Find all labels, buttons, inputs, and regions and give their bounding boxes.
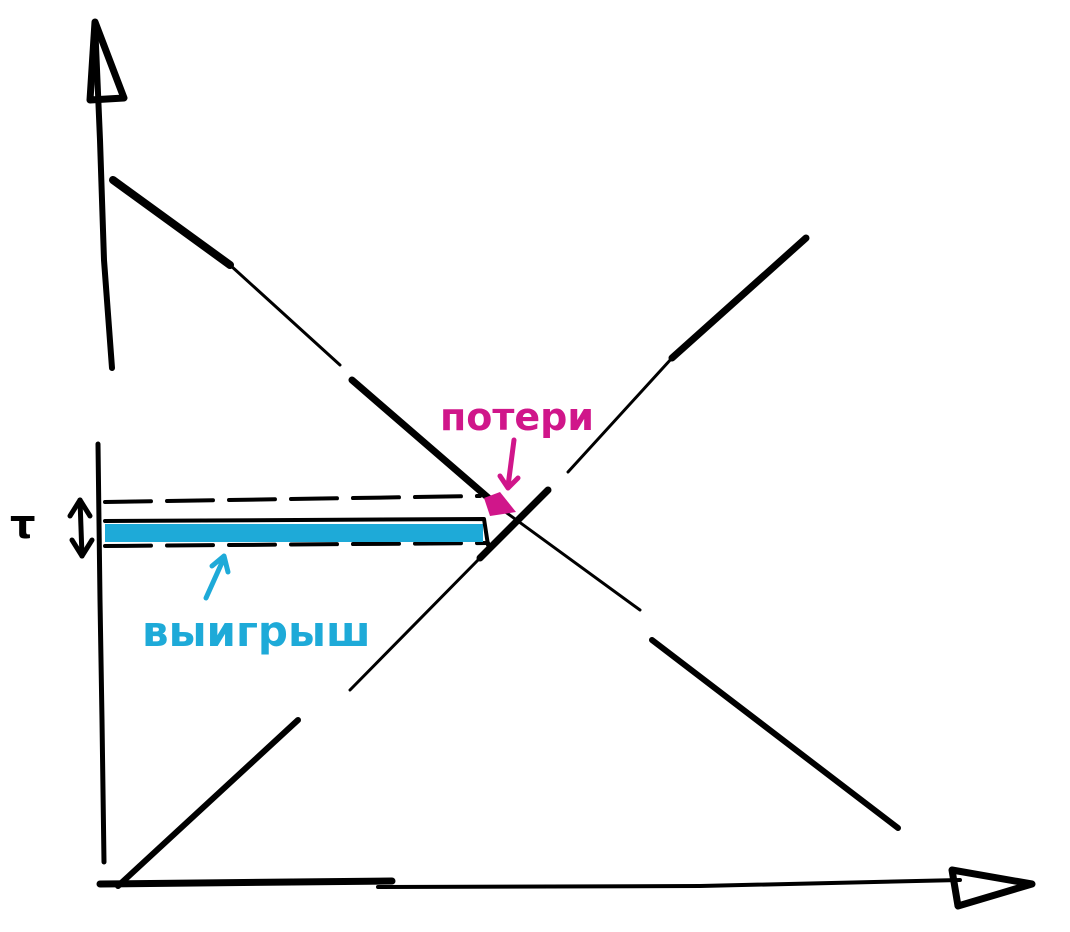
tax-label: τ: [10, 502, 36, 548]
losses-triangle: [484, 492, 516, 516]
y-axis-lower: [95, 441, 107, 865]
x-axis-arrowhead: [948, 866, 1036, 910]
losses-annotation: потери: [440, 395, 594, 491]
price-line-lower: [103, 541, 490, 548]
losses-label: потери: [440, 395, 594, 439]
x-axis: [96, 877, 962, 889]
losses-arrow: [497, 437, 521, 491]
gains-arrow: [203, 553, 231, 601]
price-line-upper: [103, 494, 482, 504]
gains-band: [105, 524, 483, 542]
gains-annotation: выигрыш: [142, 553, 371, 656]
gains-label: выигрыш: [142, 607, 371, 656]
gains-band-outline: [103, 517, 490, 547]
tax-symbol: τ: [10, 502, 36, 548]
demand-line: [109, 176, 901, 831]
tax-double-arrow: [67, 497, 95, 559]
supply-line: [115, 234, 810, 889]
y-axis-upper: [92, 19, 115, 371]
y-axis-arrowhead: [86, 18, 128, 104]
